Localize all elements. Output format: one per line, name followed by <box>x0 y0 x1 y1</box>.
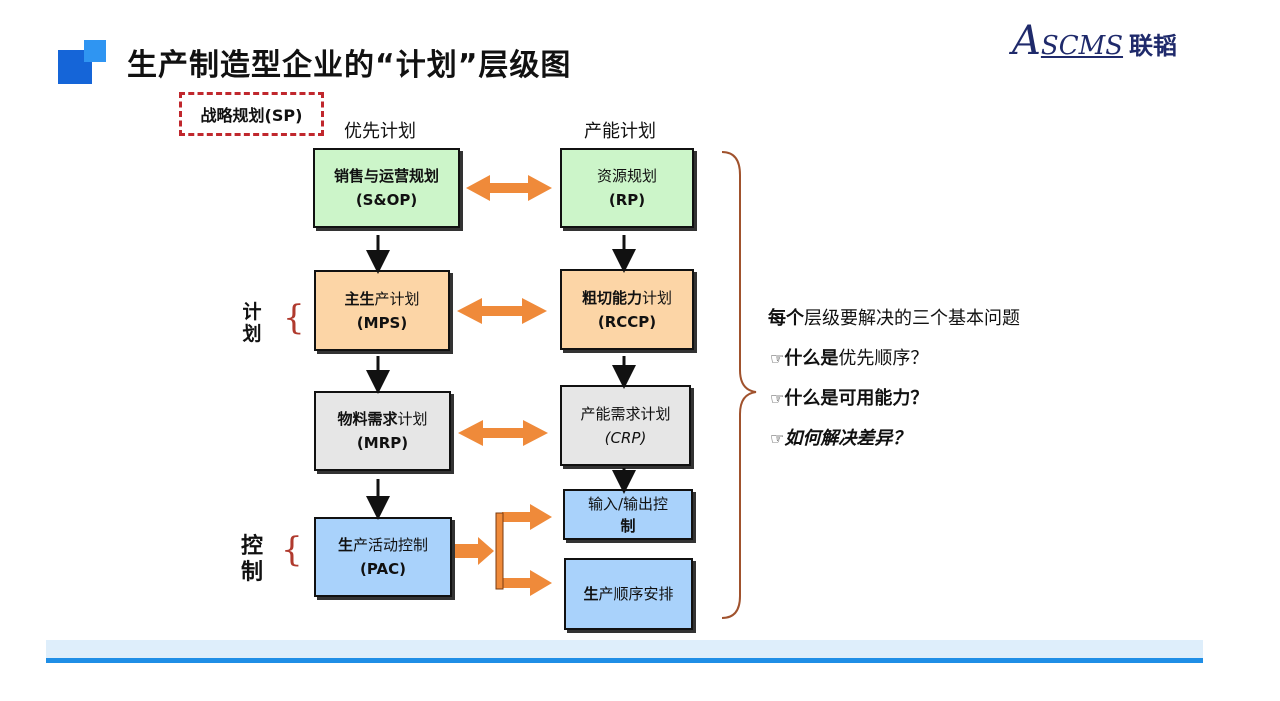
sequencing-box: 生产顺序安排 <box>564 558 693 630</box>
footer-band <box>46 640 1203 658</box>
plan-side-label: 计划 <box>242 301 262 345</box>
plan-brace: { <box>283 298 305 338</box>
question-item: ☞什么是可用能力？ <box>770 388 929 409</box>
questions-heading: 每个层级要解决的三个基本问题 <box>768 308 1020 329</box>
sop-box: 销售与运营规划 (S&OP) <box>313 148 460 228</box>
title-icon <box>58 40 106 84</box>
control-side-label: 控制 <box>240 534 263 585</box>
question-item: ☞如何解决差异？ <box>770 428 911 449</box>
mrp-box: 物料需求计划 (MRP) <box>314 391 451 471</box>
pointing-hand-icon: ☞ <box>770 349 785 368</box>
pointing-hand-icon: ☞ <box>770 389 785 408</box>
priority-plan-header: 优先计划 <box>344 121 416 142</box>
rp-box: 资源规划 (RP) <box>560 148 694 228</box>
pointing-hand-icon: ☞ <box>770 429 785 448</box>
pac-box: 生产活动控制 (PAC) <box>314 517 452 597</box>
rccp-box: 粗切能力计划 (RCCP) <box>560 269 694 350</box>
mps-box: 主生产计划 (MPS) <box>314 270 450 351</box>
io-control-box: 输入/输出控 制 <box>563 489 693 540</box>
capacity-plan-header: 产能计划 <box>584 121 656 142</box>
crp-box: 产能需求计划 (CRP) <box>560 385 691 466</box>
control-brace: { <box>281 530 303 570</box>
strategic-planning-box: 战略规划(SP) <box>179 92 324 136</box>
footer-line <box>46 658 1203 663</box>
question-item: ☞什么是优先顺序？ <box>770 348 929 369</box>
page-title: 生产制造型企业的“计划”层级图 <box>127 48 572 83</box>
